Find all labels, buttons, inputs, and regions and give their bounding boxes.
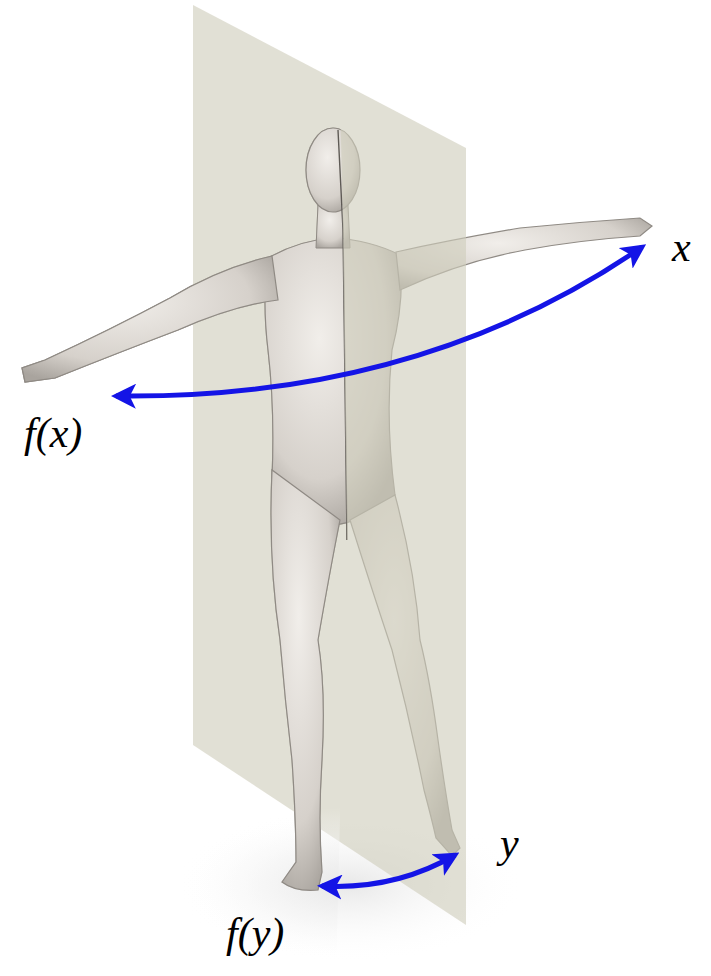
point-label: f(y): [226, 912, 284, 954]
point-label: f(x): [24, 412, 82, 454]
point-label: x: [672, 226, 691, 268]
point-label: y: [500, 822, 519, 864]
body-front-half: [22, 128, 652, 963]
mapping-arrow: [322, 855, 455, 886]
mapping-arrow: [116, 247, 642, 396]
